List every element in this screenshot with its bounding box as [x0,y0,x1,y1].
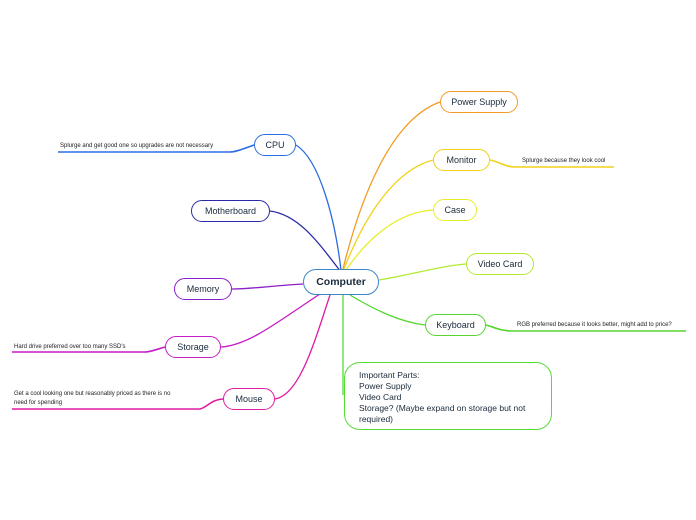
topic-memory[interactable]: Memory [174,278,232,300]
note-underline-storage [12,346,166,353]
topic-memory-label: Memory [186,284,220,294]
topic-mouse-label: Mouse [235,394,263,404]
important-parts-callout[interactable]: Important Parts: Power Supply Video Card… [344,362,552,430]
important-line-5: required) [359,414,394,424]
topic-mouse[interactable]: Mouse [223,388,275,410]
connector-monitor [343,159,434,270]
topic-monitor[interactable]: Monitor [433,149,490,171]
important-line-4: Storage? (Maybe expand on storage but no… [359,403,526,413]
connector-keyboard [349,294,426,326]
note-storage: Hard drive preferred over too many SSD's [14,344,126,350]
note-underline-mouse [12,398,224,410]
central-topic-label: Computer [316,276,366,288]
important-line-1: Important Parts: [359,370,420,380]
topic-keyboard-label: Keyboard [436,320,475,330]
topic-power-supply[interactable]: Power Supply [440,91,518,113]
central-topic-computer[interactable]: Computer [303,269,379,295]
connector-case [345,209,434,271]
topic-case-label: Case [444,205,466,215]
topic-keyboard[interactable]: Keyboard [425,314,486,336]
topic-cpu-label: CPU [265,140,285,150]
topic-storage-label: Storage [177,342,209,352]
note-keyboard: RGB preferred because it looks better, m… [517,322,672,328]
topic-storage[interactable]: Storage [165,336,221,358]
connector-motherboard [269,210,342,273]
important-line-3: Video Card [359,392,402,402]
note-cpu: Splurge and get good one so upgrades are… [60,143,214,149]
important-line-2: Power Supply [359,381,412,391]
topic-motherboard[interactable]: Motherboard [191,200,270,222]
note-monitor: Splurge because they look cool [522,158,606,164]
topic-cpu[interactable]: CPU [254,134,296,156]
topic-monitor-label: Monitor [446,155,477,165]
topic-motherboard-label: Motherboard [204,206,257,216]
topic-power-supply-label: Power Supply [451,97,507,107]
connector-power-supply [342,101,441,270]
connector-cpu [295,144,342,271]
connector-memory [231,283,304,290]
topic-video-card-label: Video Card [477,259,523,269]
topic-case[interactable]: Case [433,199,477,221]
note-underline-keyboard [485,324,686,332]
note-underline-cpu [58,144,255,153]
topic-video-card[interactable]: Video Card [466,253,534,275]
connector-mouse [274,294,331,400]
connector-storage [220,293,321,348]
connector-video-card [378,263,467,281]
note-underline-monitor [489,159,614,168]
note-mouse: Get a cool looking one but reasonably pr… [14,391,171,406]
